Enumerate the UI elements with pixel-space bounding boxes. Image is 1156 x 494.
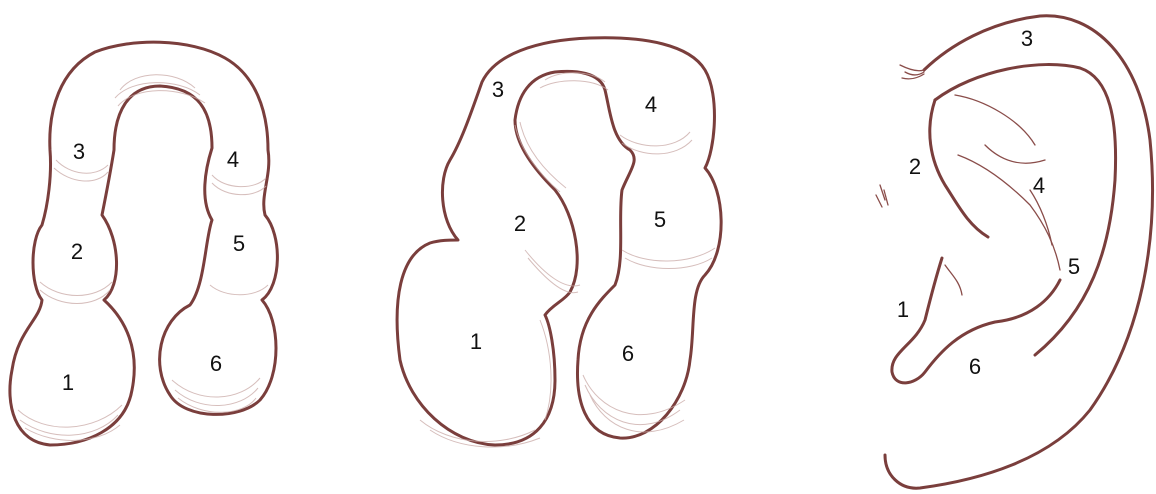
stage-c-label-3: 3 [1021,26,1033,51]
stage-c-label-4: 4 [1033,173,1045,198]
helix-root-strokes [900,65,924,79]
stage-a-label-1: 1 [62,370,74,395]
stage-c-auricle: 1 2 3 4 5 6 [876,16,1153,488]
helix-outer-line [885,16,1153,488]
stage-a-label-3: 3 [73,139,85,164]
stage-c-label-5: 5 [1068,254,1080,279]
stage-b-label-4: 4 [645,92,657,117]
stage-c-label-2: 2 [909,154,921,179]
stage-b-label-3: 3 [492,77,504,102]
scapha-crease-1 [955,95,1035,145]
stage-a-hillocks: 1 2 3 4 5 6 [10,42,277,445]
stage-b-label-2: 2 [514,211,526,236]
stage-b-label-6: 6 [622,341,634,366]
stage-b-label-1: 1 [470,329,482,354]
tragus-crease [945,265,962,295]
stage-c-label-6: 6 [969,354,981,379]
stage-a-label-2: 2 [71,239,83,264]
stage-b-outline [397,38,721,445]
stage-a-label-5: 5 [233,231,245,256]
stage-a-label-4: 4 [227,147,239,172]
stage-b-label-5: 5 [654,207,666,232]
concha-line [930,100,988,237]
scapha-crease-2 [985,145,1045,163]
stage-b-hillocks: 1 2 3 4 5 6 [397,38,721,447]
stage-a-label-6: 6 [210,351,222,376]
stage-c-label-1: 1 [897,297,909,322]
face-hair-strokes [876,185,888,207]
